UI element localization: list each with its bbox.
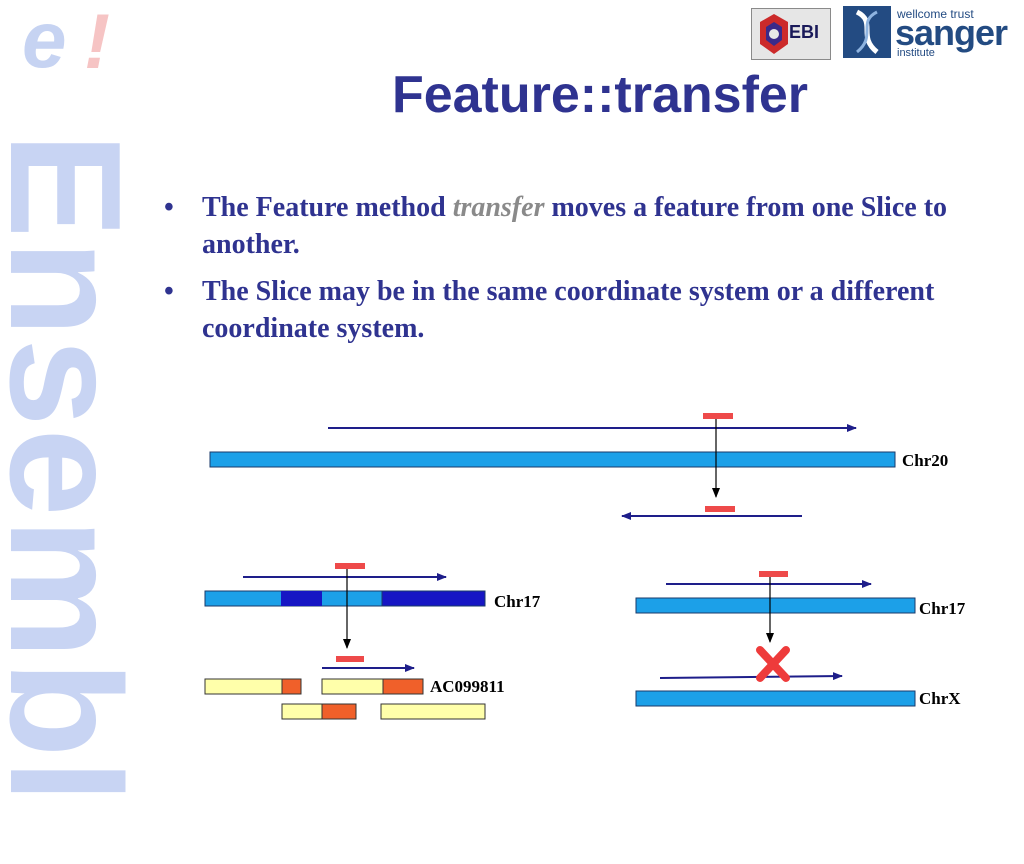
sanger-logo-main: sanger [895,12,1008,53]
chr17-right-feature [759,571,788,577]
chr20-slice [209,451,896,468]
bullet-text-end: moves a feature from one Slice to anothe… [202,192,948,260]
contig-yellow [380,703,486,720]
bullet-marker: • [164,192,174,223]
chr17-left-dark-region [381,590,486,607]
contig-yellow [281,703,323,720]
chrx-slice-arrow [659,672,843,681]
contig-orange [281,678,302,695]
chr20-label: Chr20 [902,451,948,470]
chrx-label: ChrX [919,689,961,708]
contig-orange [321,703,357,720]
ac099811-label: AC099811 [430,677,505,696]
contig-yellow [204,678,283,695]
bullet-marker: • [164,275,174,307]
contig-yellow [321,678,384,695]
chr17-left-label: Chr17 [494,592,541,611]
ensembl-exclamation-logo: ! [84,0,110,85]
bullet-item: • The Feature method transfer moves a fe… [160,190,950,264]
chr17-right-label: Chr17 [919,599,966,618]
ac099811-feature [336,656,364,662]
chr17-left-feature [335,563,365,569]
bullet-item: • The Slice may be in the same coordinat… [160,274,950,348]
ebi-logo: EBI [751,8,831,60]
bullet-text: The Feature method [202,192,453,223]
failed-transfer-cross-icon [756,646,790,682]
transfer-diagram: Chr20 Chr17 AC099811 Chr17 ChrX [204,413,966,720]
chr20-transferred-feature [705,506,735,512]
sanger-logo-bottom: institute [897,47,935,59]
chr20-feature [703,413,733,419]
ebi-emblem-icon [760,14,788,54]
bullet-emphasis: transfer [452,192,545,223]
contig-orange [382,678,424,695]
bullet-text: The Slice may be in the same coordinate … [202,275,935,344]
sanger-logo-top: wellcome trust [897,7,974,21]
chrx-slice [635,690,916,707]
chr17-right-slice [635,597,916,614]
chr17-left-dark-region [281,591,322,606]
sanger-emblem-icon [843,6,891,58]
slide-title: Feature::transfer [391,66,809,124]
ensembl-side-logo: e ! Ensembl [0,0,153,805]
bullet-list: • The Feature method transfer moves a fe… [160,190,950,358]
sanger-logo: wellcome trust sanger institute [843,6,1019,60]
ensembl-e-logo: e [22,0,67,84]
ebi-logo-text: EBI [789,22,820,42]
